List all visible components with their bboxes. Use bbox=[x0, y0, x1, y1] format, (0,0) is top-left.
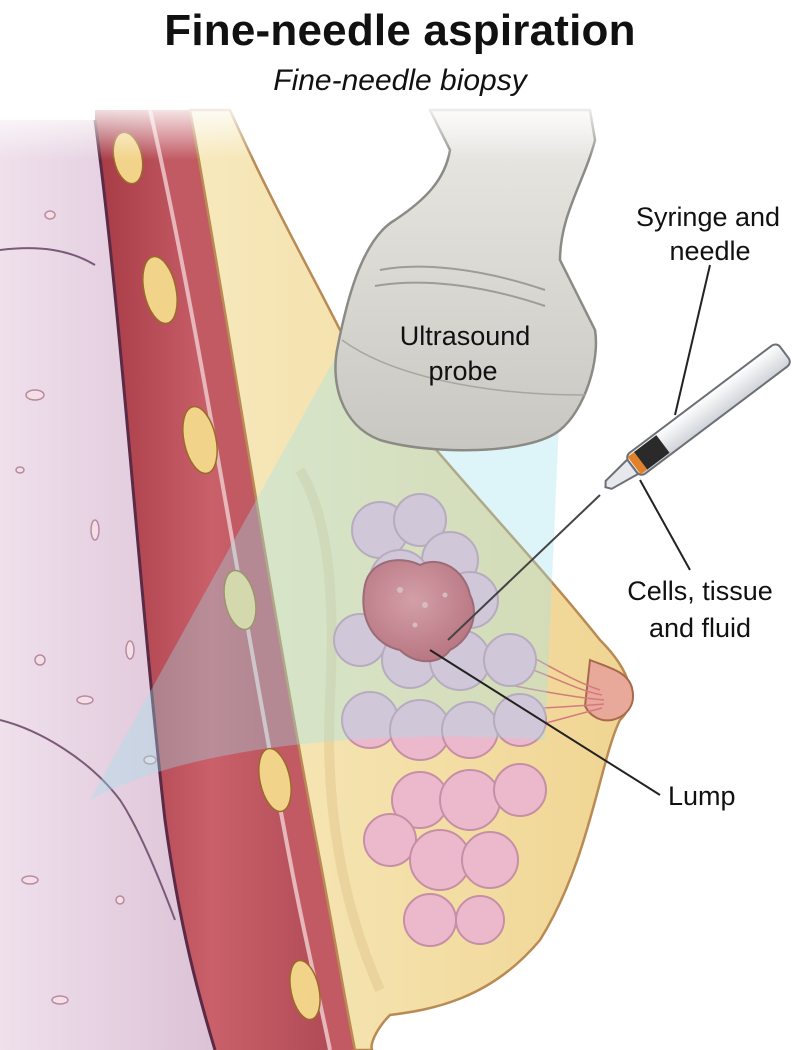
nipple bbox=[499, 639, 634, 736]
diagram-subtitle: Fine-needle biopsy bbox=[273, 64, 527, 97]
label-ultrasound-probe: Ultrasound bbox=[400, 321, 531, 351]
diagram-title: Fine-needle aspiration bbox=[164, 6, 636, 55]
label-ultrasound-probe-line2: probe bbox=[428, 356, 497, 386]
lump bbox=[362, 559, 475, 663]
label-cells-tissue-fluid: Cells, tissue bbox=[627, 576, 773, 606]
ultrasound-beam bbox=[90, 340, 560, 800]
pectoral-muscle bbox=[93, 109, 355, 1050]
ultrasound-probe bbox=[334, 108, 598, 452]
leader-lines bbox=[429, 264, 711, 796]
label-lump: Lump bbox=[668, 781, 736, 811]
syringe bbox=[447, 343, 791, 641]
label-syringe-and-needle: Syringe and bbox=[636, 202, 780, 232]
label-syringe-and-needle-line2: needle bbox=[669, 236, 750, 266]
label-cells-tissue-fluid-line2: and fluid bbox=[649, 613, 751, 643]
chest-wall bbox=[0, 120, 215, 1050]
